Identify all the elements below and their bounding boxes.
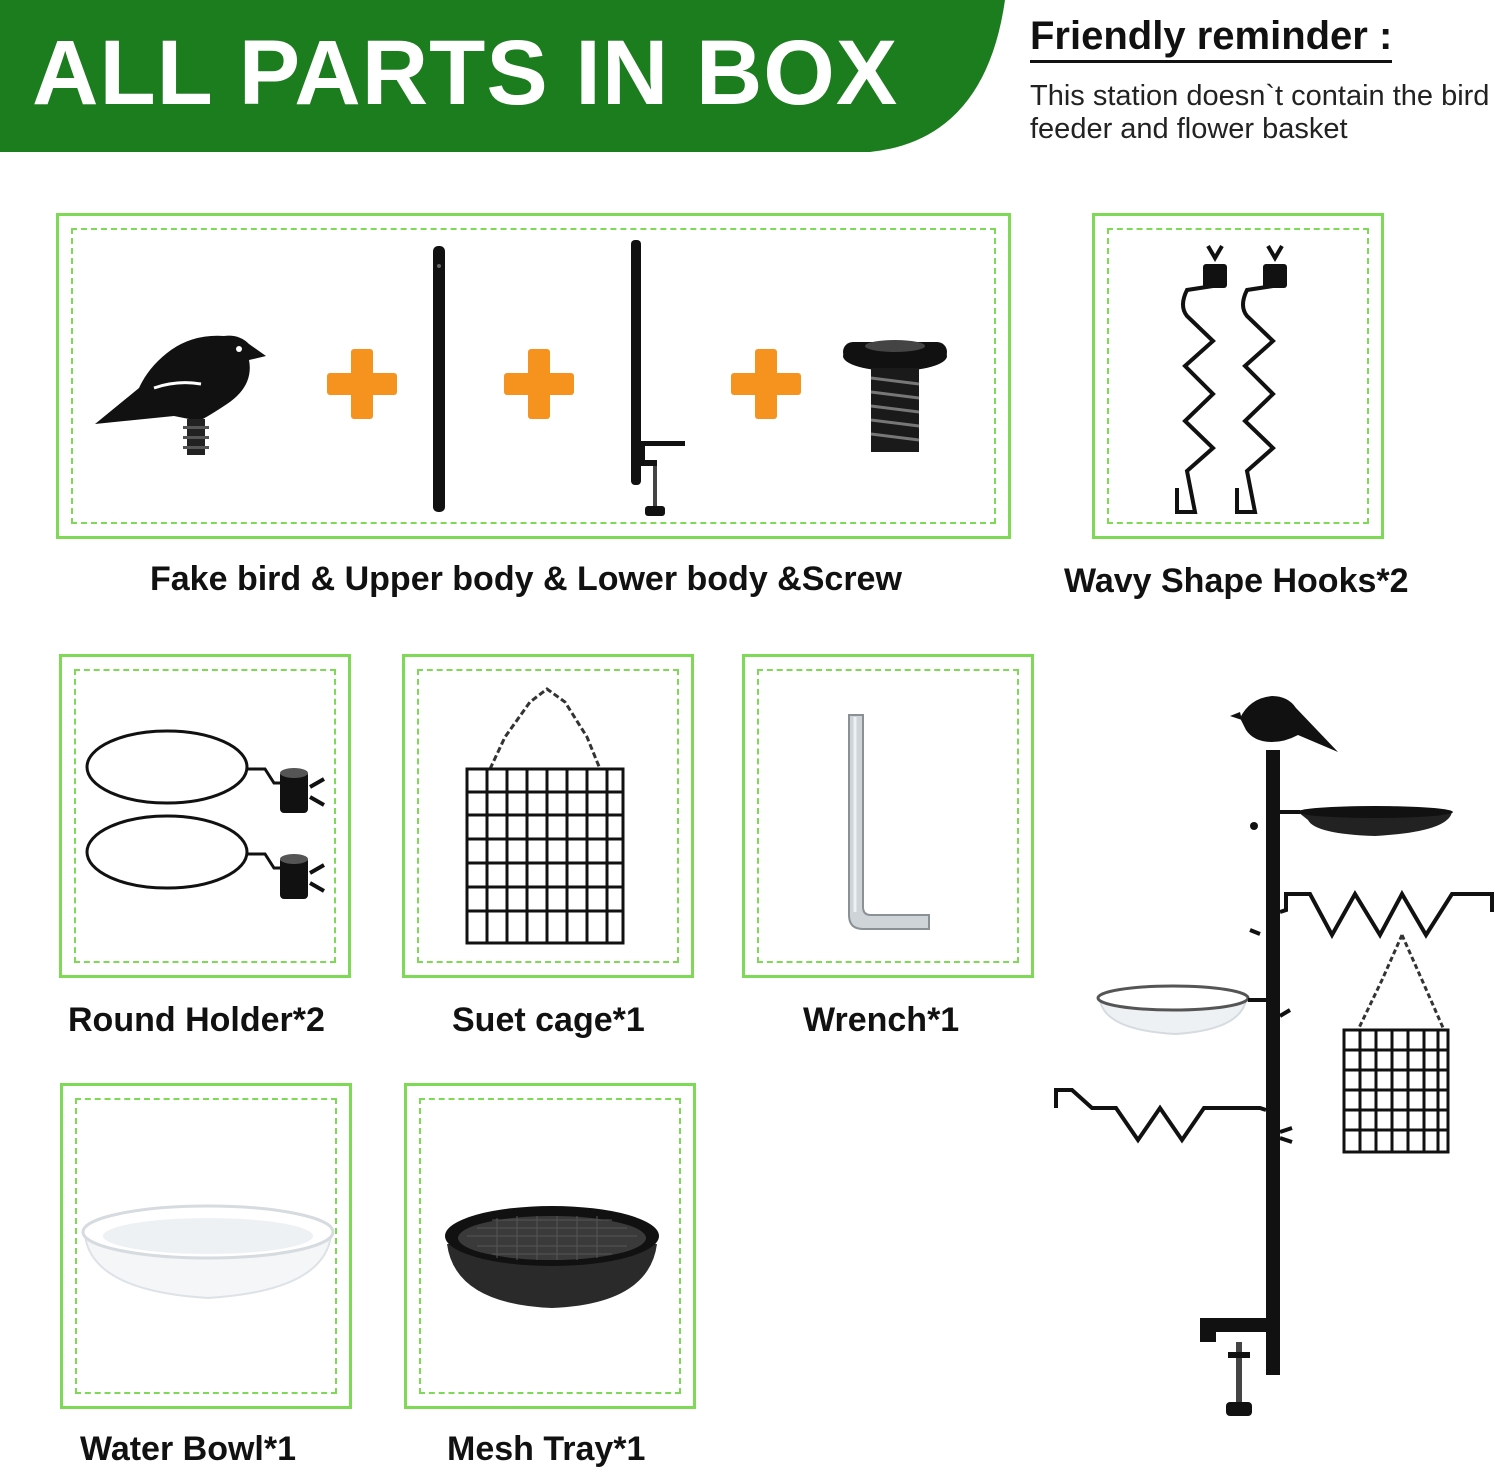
parts-panel-suet-cage (402, 654, 694, 978)
header-banner: ALL PARTS IN BOX (0, 0, 1010, 155)
screw-icon (843, 340, 947, 452)
wavy-hook-icon (1175, 244, 1287, 514)
parts-panel-main (56, 213, 1011, 539)
caption-wavy-hooks: Wavy Shape Hooks*2 (1064, 562, 1409, 600)
parts-panel-wavy-hooks (1092, 213, 1384, 539)
caption-wrench: Wrench*1 (803, 1001, 960, 1039)
plus-icon (327, 349, 397, 419)
parts-panel-wrench (742, 654, 1034, 978)
assembled-station-icon (1040, 680, 1500, 1430)
round-holder-icon (85, 729, 325, 899)
upper-pole-icon (433, 246, 445, 512)
reminder-title: Friendly reminder : (1030, 14, 1393, 63)
parts-panel-water-bowl (60, 1083, 352, 1409)
caption-round-holder: Round Holder*2 (68, 1001, 325, 1039)
parts-panel-round-holder (59, 654, 351, 978)
banner-shape (0, 0, 1005, 152)
water-bowl-icon (81, 1204, 335, 1300)
bird-topper-icon (95, 335, 266, 455)
lower-pole-icon (631, 240, 685, 516)
caption-water-bowl: Water Bowl*1 (80, 1430, 297, 1468)
mesh-tray-icon (445, 1206, 659, 1308)
wrench-icon (848, 714, 930, 930)
plus-icon (504, 349, 574, 419)
page-title: ALL PARTS IN BOX (32, 22, 899, 124)
parts-panel-mesh-tray (404, 1083, 696, 1409)
plus-icon (731, 349, 801, 419)
caption-main-parts: Fake bird & Upper body & Lower body &Scr… (150, 560, 902, 598)
caption-suet-cage: Suet cage*1 (452, 1001, 645, 1039)
suet-cage-icon (465, 687, 625, 945)
caption-mesh-tray: Mesh Tray*1 (447, 1430, 646, 1468)
reminder-text: This station doesn`t contain the bird fe… (1030, 80, 1490, 145)
